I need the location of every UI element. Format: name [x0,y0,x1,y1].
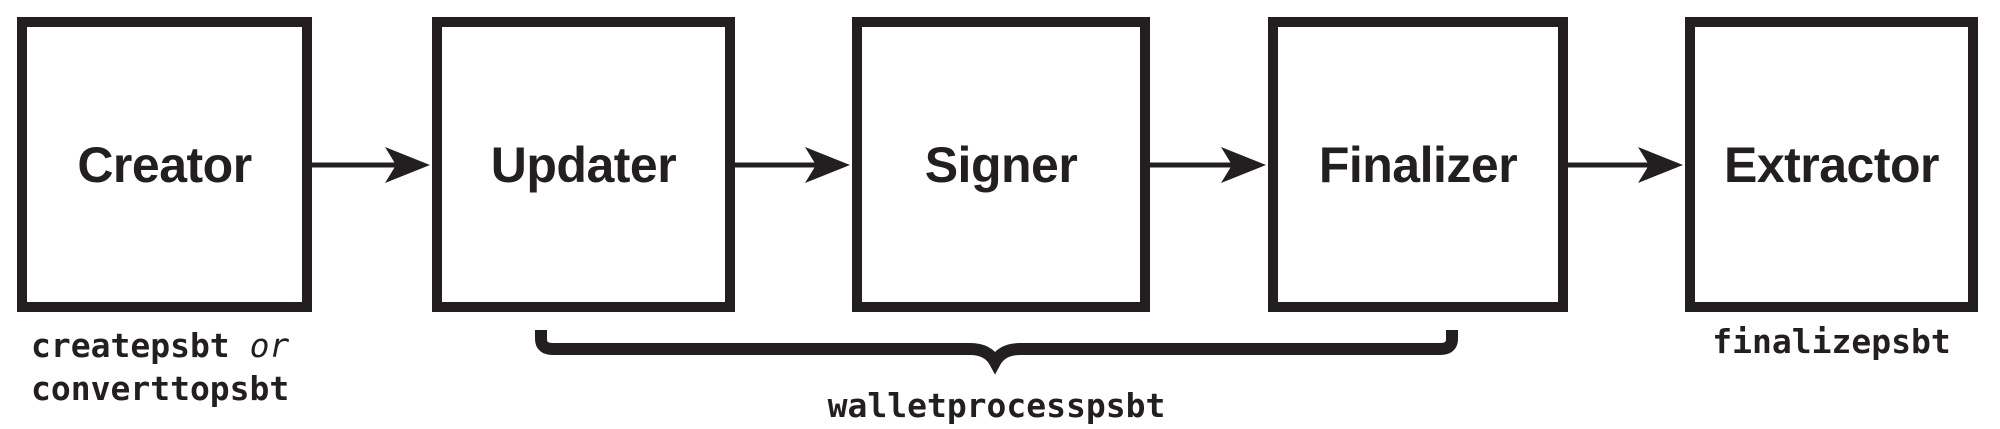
box-creator: Creator [17,17,312,312]
box-updater: Updater [432,17,735,312]
arrow-updater-to-signer [735,147,850,183]
caption-creator-line1: createpsbt or [31,324,289,367]
arrow-signer-to-finalizer [1150,147,1266,183]
brace-wallet-span [535,330,1458,375]
box-updater-label: Updater [490,136,677,193]
finalizepsbt-command: finalizepsbt [1712,322,1951,361]
box-creator-label: Creator [77,136,252,193]
walletprocesspsbt-command: walletprocesspsbt [827,386,1166,425]
box-finalizer: Finalizer [1268,17,1568,312]
or-conjunction: or [249,326,290,365]
arrow-finalizer-to-extractor [1568,147,1683,183]
box-finalizer-label: Finalizer [1318,136,1518,193]
box-signer-label: Signer [924,136,1078,193]
caption-creator-line2: converttopsbt [31,367,289,410]
converttopsbt-command: converttopsbt [31,369,290,408]
box-extractor: Extractor [1685,17,1978,312]
caption-creator-commands: createpsbt or converttopsbt [31,324,289,410]
arrow-creator-to-updater [312,147,430,183]
box-signer: Signer [852,17,1150,312]
createpsbt-command: createpsbt [31,326,230,365]
box-extractor-label: Extractor [1723,136,1940,193]
